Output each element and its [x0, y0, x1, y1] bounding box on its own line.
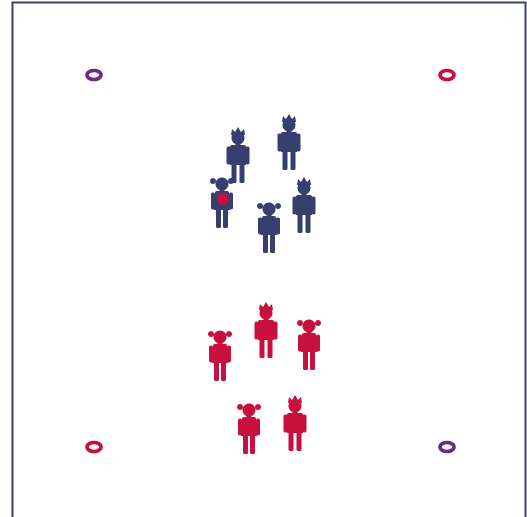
- marker-top-left: [87, 71, 101, 80]
- ball: [217, 193, 229, 205]
- marker-bottom-right: [440, 443, 454, 452]
- marker-bottom-left: [87, 443, 101, 452]
- marker-top-right: [440, 71, 454, 80]
